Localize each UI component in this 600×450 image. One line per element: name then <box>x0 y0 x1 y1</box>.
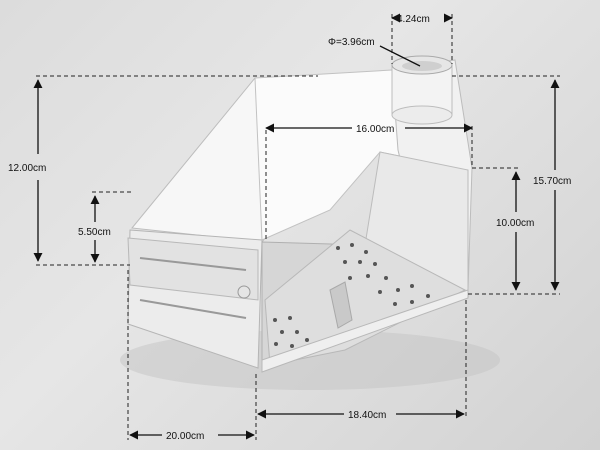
tray-holes <box>273 243 430 348</box>
tray-height-label: 5.50cm <box>78 227 111 238</box>
pipe-width-label: 4.24cm <box>397 14 430 25</box>
top-width-label: 16.00cm <box>356 124 394 135</box>
depth-label: 20.00cm <box>166 431 204 442</box>
inner-height-label: 10.00cm <box>496 218 534 229</box>
dimension-labels: 4.24cm Φ=3.96cm 16.00cm 12.00cm 5.50cm 1… <box>8 14 571 442</box>
total-height-left-label: 12.00cm <box>8 163 46 174</box>
front-width-label: 18.40cm <box>348 410 386 421</box>
dimension-guides <box>33 13 560 440</box>
total-height-right-label: 15.70cm <box>533 176 571 187</box>
pipe-diameter-label: Φ=3.96cm <box>328 37 375 48</box>
dispenser-drawer-illustration <box>120 55 500 390</box>
